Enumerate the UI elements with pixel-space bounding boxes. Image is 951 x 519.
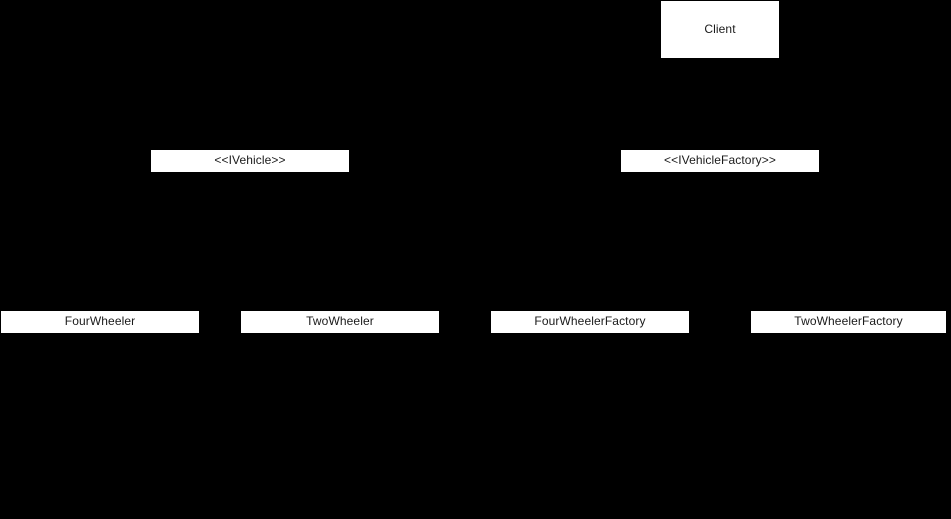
uml-node-fourwheelerfactory[interactable]: FourWheelerFactory [490,310,690,334]
connector-twowheeler-riser [340,240,341,310]
uml-node-ivehicle-interface[interactable]: <<IVehicle>> [150,149,350,173]
connector-ivehicle-drop [250,104,251,149]
connector-ivehicle-bus-drop [250,173,251,240]
uml-node-twowheeler[interactable]: TwoWheeler [240,310,440,334]
connector-client-to-ivehicle-vertical [719,59,720,104]
uml-node-client[interactable]: Client [660,0,780,59]
connector-client-to-ivehicle-horizontal [250,104,720,105]
connector-fourwheelerfactory-riser [590,240,591,310]
connector-ivehiclefactory-drop [719,104,720,149]
connector-fourwheeler-riser [100,240,101,310]
uml-node-twowheelerfactory[interactable]: TwoWheelerFactory [750,310,947,334]
connector-ivehiclefactory-bus-drop [719,173,720,240]
connector-product-bus [100,240,340,241]
connector-twowheelerfactory-riser [848,240,849,310]
uml-node-ivehiclefactory-interface[interactable]: <<IVehicleFactory>> [620,149,820,173]
connector-factory-bus [590,240,848,241]
uml-node-fourwheeler[interactable]: FourWheeler [0,310,200,334]
